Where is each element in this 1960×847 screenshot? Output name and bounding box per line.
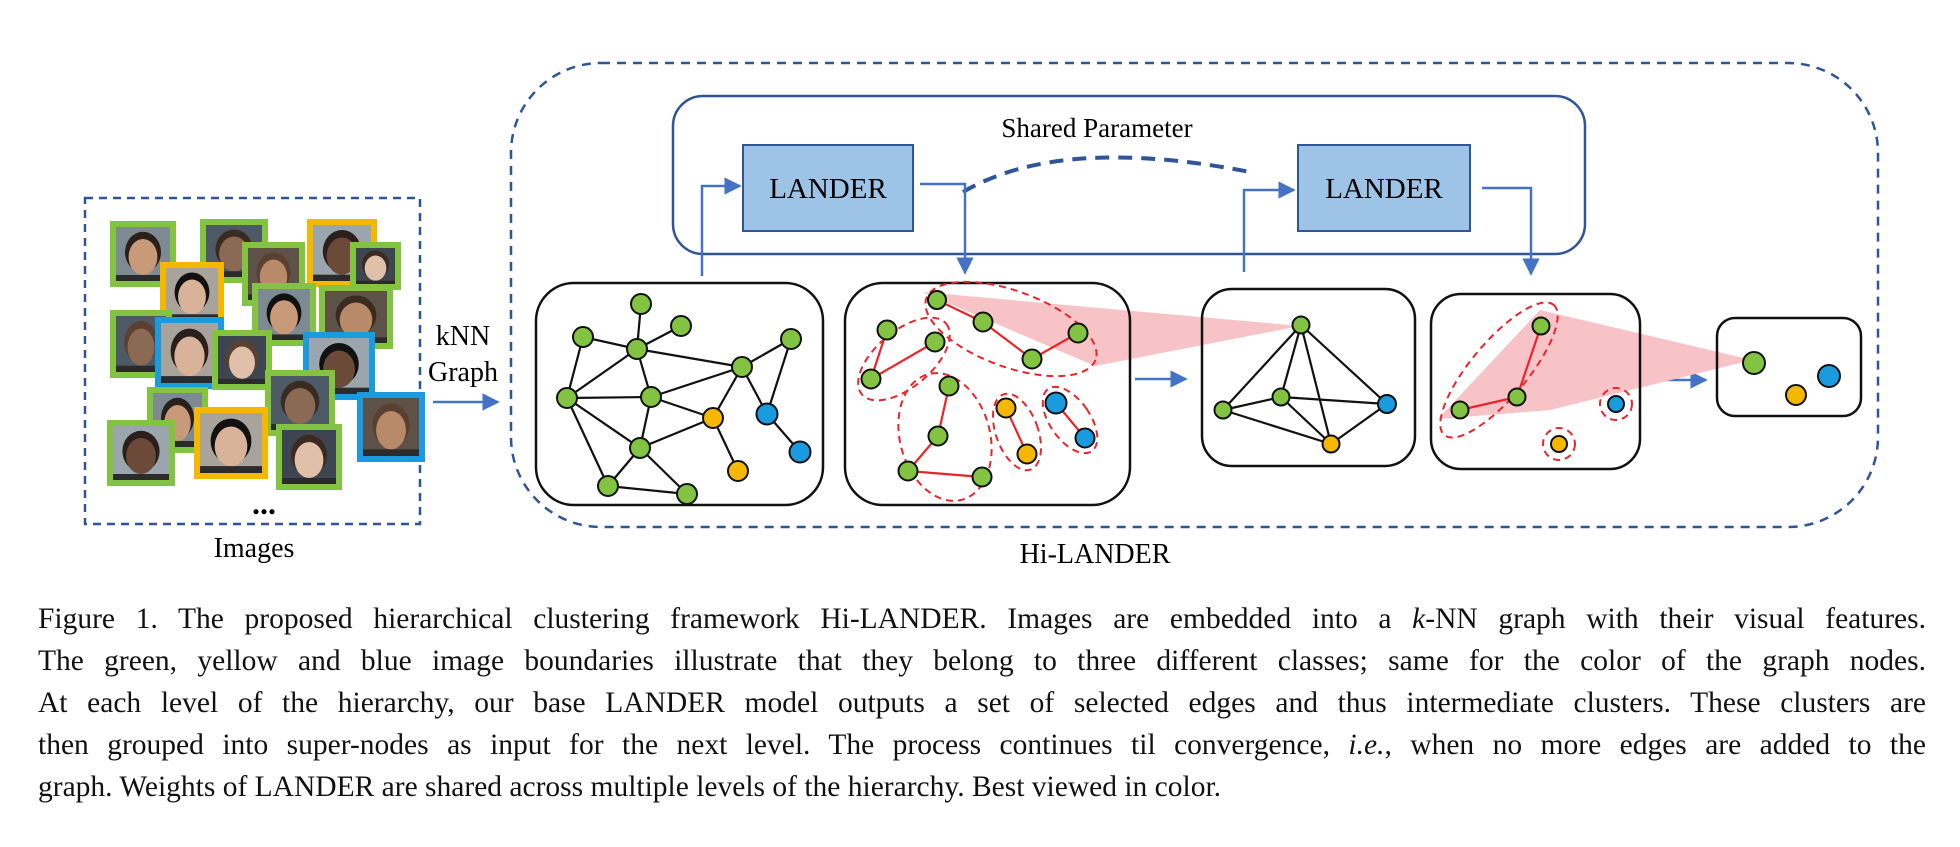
face-thumbnail: [110, 221, 176, 287]
graph3-edges: [1222, 324, 1388, 446]
hi-lander-diagram: ... Images kNN Graph Hi-LANDER Shared Pa…: [83, 61, 1880, 570]
graph4-nodes: [1450, 316, 1625, 453]
graph3-nodes: [1213, 315, 1397, 454]
face-thumbnail: [107, 420, 175, 486]
arrow-graph1-to-lander1: [700, 177, 742, 276]
graph4-cluster-outlines: [1439, 301, 1633, 461]
caption-line-3: At each level of the hierarchy, our base…: [38, 687, 1926, 719]
graph-panel-2: [843, 281, 1132, 507]
caption-line-2: The green, yellow and blue image boundar…: [38, 645, 1926, 677]
knn-label-line2: Graph: [428, 357, 498, 388]
graph2-nodes: [860, 290, 1096, 488]
lander-box-2-label: LANDER: [1325, 173, 1443, 205]
graph1-nodes: [556, 293, 812, 505]
caption-line-4: then grouped into super-nodes as input f…: [38, 729, 1926, 761]
graph-panel-5: [1715, 316, 1863, 418]
cluster-highlight-1: [922, 292, 1300, 366]
face-thumbnails: [107, 219, 425, 490]
face-thumbnail: [155, 317, 224, 389]
caption-line-1: Figure 1. The proposed hierarchical clus…: [38, 603, 1926, 635]
graph4-edges: [1459, 325, 1543, 412]
lander-box-1: [742, 144, 914, 232]
arrow-lander2-to-graph4: [1482, 186, 1540, 276]
face-thumbnail: [194, 407, 268, 479]
images-panel: [83, 196, 422, 526]
face-thumbnail: [350, 242, 401, 290]
hi-lander-label: Hi-LANDER: [1020, 539, 1171, 570]
shared-parameter-label: Shared Parameter: [1001, 113, 1192, 143]
knn-label-line1: kNN: [436, 321, 490, 352]
caption-line-5: graph. Weights of LANDER are shared acro…: [38, 771, 1222, 803]
figure-caption: Figure 1. The proposed hierarchical clus…: [38, 598, 1926, 808]
face-thumbnail: [276, 424, 342, 490]
lander-box-1-label: LANDER: [769, 173, 887, 205]
graph5-nodes: [1742, 351, 1841, 406]
images-label: Images: [214, 533, 295, 564]
cluster-highlight-2: [1438, 310, 1752, 419]
face-thumbnail: [357, 392, 425, 462]
graph-panel-3: [1200, 287, 1417, 468]
arrow-lander1-to-graph2: [920, 182, 974, 275]
graph-panel-4: [1429, 292, 1642, 471]
shared-parameter-dashed-arc: [961, 155, 1251, 194]
arrow-graph3-to-lander2: [1242, 181, 1296, 272]
images-ellipsis: ...: [252, 485, 276, 521]
hi-lander-panel: [509, 61, 1880, 529]
shared-parameter-box: [671, 94, 1587, 256]
face-thumbnail: [212, 330, 272, 390]
graph-panel-1: [534, 281, 825, 507]
lander-box-2: [1297, 144, 1471, 232]
